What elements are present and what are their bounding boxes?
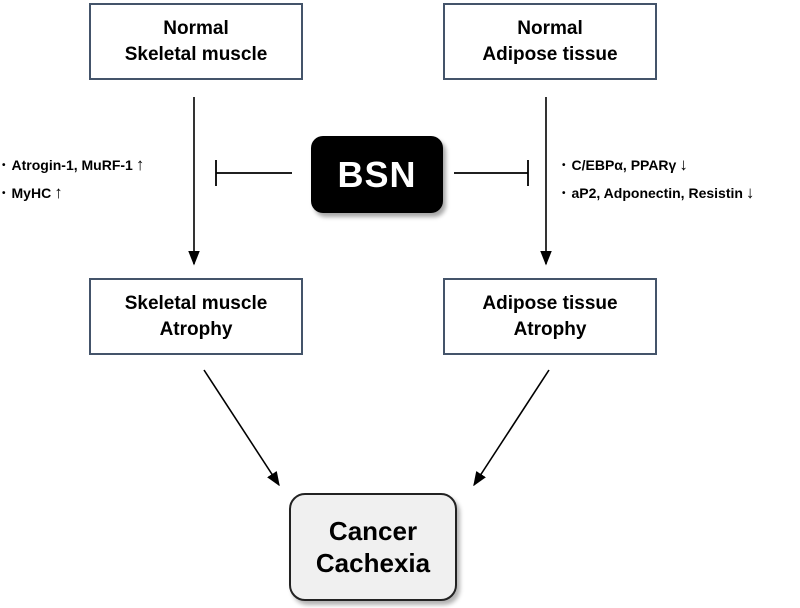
skeletal-muscle-atrophy-line-2: Atrophy (159, 318, 233, 340)
normal-skeletal-muscle-box: Normal Skeletal muscle (89, 3, 303, 80)
muscle-marker-item: • MyHC ↑ (2, 179, 144, 207)
adipose-marker-text: aP2, Adponectin, Resistin (571, 185, 743, 201)
bullet-icon: • (562, 159, 566, 171)
bullet-icon: • (562, 187, 566, 199)
normal-skeletal-muscle-line-1: Normal (163, 17, 229, 39)
adipose-tissue-atrophy-box: Adipose tissue Atrophy (443, 278, 657, 355)
cancer-cachexia-box: Cancer Cachexia (289, 493, 457, 601)
adipose-marker-text: C/EBPα, PPARγ (571, 157, 677, 173)
inhibition-bsn-to-muscle (215, 160, 292, 186)
skeletal-muscle-atrophy-box: Skeletal muscle Atrophy (89, 278, 303, 355)
inhibition-bsn-to-adipose (454, 160, 529, 186)
normal-adipose-tissue-line-1: Normal (517, 17, 583, 39)
skeletal-muscle-atrophy-line-1: Skeletal muscle (124, 292, 268, 314)
adipose-marker-item: • aP2, Adponectin, Resistin ↓ (562, 179, 754, 207)
bullet-icon: • (2, 187, 6, 199)
adipose-tissue-atrophy-line-2: Atrophy (513, 318, 587, 340)
down-arrow-icon: ↓ (679, 155, 688, 174)
normal-skeletal-muscle-line-2: Skeletal muscle (124, 43, 268, 65)
muscle-marker-list: • Atrogin-1, MuRF-1 ↑ • MyHC ↑ (2, 151, 144, 207)
arrow-adipose-atrophy-to-cachexia (473, 369, 550, 487)
adipose-marker-list: • C/EBPα, PPARγ ↓ • aP2, Adponectin, Res… (562, 151, 754, 207)
muscle-marker-text: Atrogin-1, MuRF-1 (11, 157, 133, 173)
up-arrow-icon: ↑ (54, 183, 63, 202)
bullet-icon: • (2, 159, 6, 171)
muscle-marker-text: MyHC (11, 185, 52, 201)
normal-adipose-tissue-line-2: Adipose tissue (482, 43, 618, 65)
cancer-cachexia-line-1: Cancer (328, 516, 418, 546)
down-arrow-icon: ↓ (745, 183, 755, 202)
adipose-tissue-atrophy-line-1: Adipose tissue (482, 292, 618, 314)
adipose-marker-item: • C/EBPα, PPARγ ↓ (562, 151, 754, 179)
cancer-cachexia-line-2: Cachexia (315, 548, 431, 578)
arrow-muscle-atrophy-to-cachexia (203, 369, 280, 487)
up-arrow-icon: ↑ (135, 155, 145, 174)
normal-adipose-tissue-box: Normal Adipose tissue (443, 3, 657, 80)
muscle-marker-item: • Atrogin-1, MuRF-1 ↑ (2, 151, 144, 179)
bsn-box: BSN (311, 136, 443, 213)
